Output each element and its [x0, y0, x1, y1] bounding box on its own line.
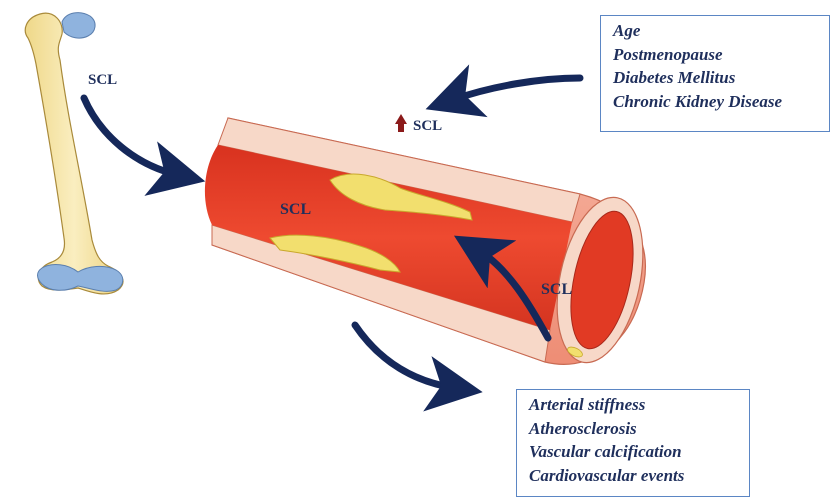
femur-icon	[25, 13, 123, 294]
risk-factors-box: Age Postmenopause Diabetes Mellitus Chro…	[600, 15, 830, 132]
lumen-scl-label: SCL	[280, 201, 311, 219]
risk-factor-item: Age	[613, 19, 821, 43]
outcome-item: Arterial stiffness	[529, 393, 741, 417]
risk-factor-item: Postmenopause	[613, 43, 821, 67]
raised-scl-label: SCL	[413, 118, 442, 135]
outcomes-arrow	[355, 325, 455, 388]
bone-scl-label: SCL	[88, 72, 117, 89]
risk-factor-item: Diabetes Mellitus	[613, 66, 821, 90]
femur-head-cartilage	[62, 13, 95, 38]
wall-scl-label: SCL	[541, 281, 572, 299]
risk-factor-item: Chronic Kidney Disease	[613, 90, 821, 114]
outcome-item: Atherosclerosis	[529, 417, 741, 441]
outcome-item: Vascular calcification	[529, 440, 741, 464]
artery-cross-section-icon	[205, 118, 657, 370]
bone-to-vessel-arrow	[84, 98, 178, 175]
up-arrow-icon	[395, 114, 407, 132]
outcomes-box: Arterial stiffness Atherosclerosis Vascu…	[516, 389, 750, 497]
outcome-item: Cardiovascular events	[529, 464, 741, 488]
femur-shaft	[25, 13, 123, 294]
risk-factors-arrow	[452, 78, 580, 100]
